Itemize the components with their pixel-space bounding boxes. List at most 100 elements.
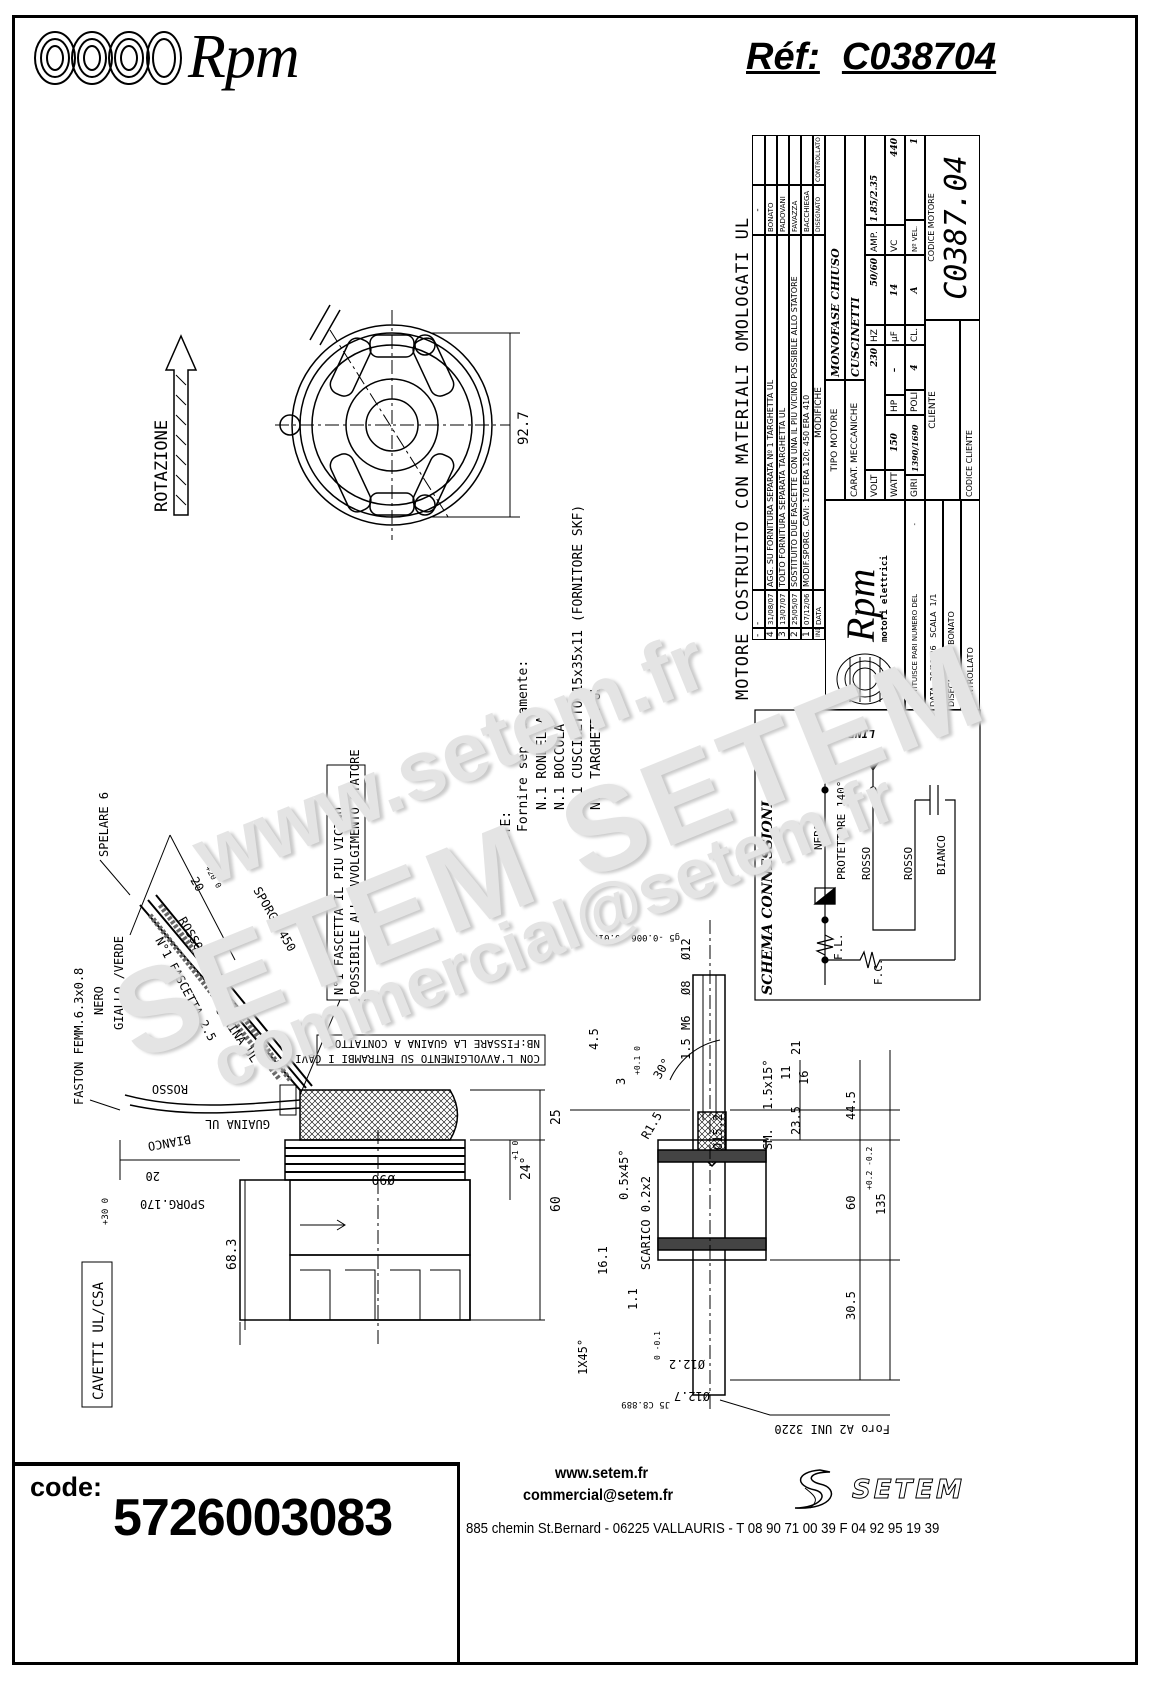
- bianco-label: BIANCO: [147, 1132, 192, 1153]
- reference: Réf:C038704: [746, 36, 1018, 79]
- chamfer-1x45: 1X45°: [576, 1339, 590, 1375]
- hz-label: HZ: [865, 325, 885, 345]
- rev-date: -: [752, 590, 765, 628]
- dim-1-1: 1.1: [626, 1288, 640, 1310]
- rev-checked: [765, 135, 777, 185]
- dim-g5: g5 -0.006 -0.017: [593, 932, 680, 942]
- hp-value: –: [885, 345, 905, 395]
- dim-60-rotor: 60: [844, 1196, 858, 1210]
- codice-motore-label: CODICE MOTORE: [927, 193, 936, 262]
- dim-30-5: 30.5: [844, 1291, 858, 1320]
- dim-135: 135: [874, 1193, 888, 1215]
- fascetta-note-2: POSSIBILE ALL'AVVOLGIMENTO STATORE: [348, 749, 362, 995]
- faston-label: FASTON FEMM.6.3x0.8: [72, 968, 86, 1105]
- angle-30: 30°: [650, 1056, 673, 1082]
- rev-header-date: DATA: [813, 590, 825, 628]
- motor-side-view: [239, 1089, 545, 1345]
- codice-motore-box: CODICE MOTORE C0387.04: [925, 135, 980, 320]
- note-item: N.1 CUSCINETTO 15x35x11 (FORNITORE SKF): [571, 505, 586, 810]
- ref-value: C038704: [841, 36, 997, 78]
- title-logo-brand: Rpm: [837, 568, 883, 642]
- spelare-label: SPELARE 6: [97, 792, 111, 857]
- fascetta-note-1: N°1 FASCETTA IL PIU VICINO: [332, 807, 346, 995]
- rev-by: -: [752, 185, 765, 235]
- rev-ind: 3: [777, 628, 789, 640]
- dim-d12-7: Ø12.7: [674, 1389, 710, 1403]
- dim-d8: Ø8: [679, 981, 693, 995]
- rev-header-change: MODIFICHE: [813, 235, 825, 590]
- dim-r1-5: R1.5: [638, 1109, 665, 1141]
- setem-logo: SETEM: [794, 1469, 962, 1509]
- code-value: 5726003083: [113, 1489, 393, 1547]
- rotation-arrow-icon: [164, 334, 198, 516]
- title-headline: MOTORE COSTRUITO CON MATERIALI OMOLOGATI…: [733, 216, 753, 700]
- dim-20: 20: [187, 875, 206, 895]
- rev-header-ind: IND: [813, 628, 825, 640]
- j5-tol: J5 C8.889: [621, 1399, 670, 1409]
- rev-date: 13/07/07: [777, 590, 789, 628]
- rpm-coil-logo: [34, 31, 182, 85]
- dim-23-5: 23.5: [789, 1106, 803, 1135]
- dim-d12-2-tol: 0 -0.1: [653, 1331, 662, 1360]
- motor-front-view: [275, 304, 520, 540]
- volt-value: 230: [865, 345, 885, 470]
- dia-90: Ø90: [372, 1171, 395, 1186]
- giallo-verde-label: GIALLO /VERDE: [112, 936, 126, 1030]
- note-item: N.1 RONDELLA: [535, 716, 550, 810]
- schema-labels: SCHEMA CONNESSIONI LINEA NERO PROTETTORE…: [760, 727, 948, 995]
- rosso-label: ROSSO: [152, 1082, 188, 1096]
- tipo-motore-label: TIPO MOTORE: [825, 380, 845, 500]
- guaina-ul-2-label: GUAINA UL: [205, 1117, 270, 1131]
- shaft-dimensions: g5 -0.006 -0.017 Ø12 Ø8 M6 1.5 +0.1 0 3 …: [576, 932, 890, 1436]
- dim-68-3: 68.3: [225, 1239, 240, 1270]
- drawing-frame: [12, 15, 1138, 1665]
- watt-value: 150: [885, 415, 905, 470]
- note-item: N.1 BOCCOLA: [553, 724, 568, 810]
- bianco-label: BIANCO: [935, 835, 948, 875]
- title-logo-box: Rpm motori elettrici: [825, 500, 905, 710]
- rotor-shaft-view: [570, 920, 900, 1416]
- dim-3: 3: [614, 1078, 628, 1085]
- chamfer-05x45: 0.5x45°: [617, 1149, 631, 1200]
- dim-16: 16: [797, 1071, 811, 1085]
- dim-20b: 20: [146, 1169, 160, 1183]
- giri-label: GIRI: [905, 475, 925, 500]
- carat-label: CARAT. MECCANICHE: [845, 380, 865, 500]
- foro-label: Foro A2 UNI 3220: [774, 1422, 890, 1436]
- rev-checked: [752, 135, 765, 185]
- rev-ind: 4: [765, 628, 777, 640]
- dim-tol-01: +0.1 0: [633, 1046, 642, 1075]
- footer-email[interactable]: commercial@setem.fr: [523, 1487, 674, 1504]
- rev-change: AGG. SU FORNITURA SEPARATA Nº 1 TARGHETT…: [765, 235, 777, 590]
- rev-change: [752, 235, 765, 590]
- dim-24-tol: +1 0: [511, 1141, 520, 1160]
- side-view-dimensions: 25 24° +1 0 60 68.3 Ø90: [225, 1109, 564, 1270]
- rev-change: SOSTITUITO DUE FASCETTE CON UNA IL PIU V…: [789, 235, 801, 590]
- fc-label: F.C.: [872, 959, 885, 986]
- nb-note-2: CON L'AVVOLGIMENTO SU ENTRAMBI I CAVI: [295, 1052, 540, 1065]
- rev-ind: -: [752, 628, 765, 640]
- nvel-value: 1: [905, 135, 925, 220]
- giri-value: 1390/1690: [905, 415, 925, 475]
- rev-checked: [789, 135, 801, 185]
- title-logo-sub: motori elettrici: [879, 555, 890, 642]
- nero-label: NERO: [92, 986, 106, 1015]
- rpm-coil-logo-small: [836, 653, 894, 705]
- protettore-label: PROTETTORE 140°: [835, 781, 848, 880]
- sporg170-tol: +30 0: [101, 1198, 111, 1225]
- fl-label: F.L.: [832, 934, 845, 961]
- rev-change: TOLTO FORNITURA SEPARATA TARGHETTA UL: [777, 235, 789, 590]
- codice-motore-value: C0387.04: [939, 155, 974, 300]
- note-item: N.1 TARGHETTA UL: [589, 685, 604, 810]
- code-label: code:: [30, 1472, 103, 1502]
- rev-date: 07/12/06: [801, 590, 813, 628]
- notes-title: NOTE:: [499, 811, 514, 850]
- rev-header-checked: CONTROLLATO: [813, 135, 825, 185]
- cliente-label: CLIENTE: [925, 320, 960, 500]
- rev-by: BONATO: [765, 185, 777, 235]
- watt-label: WATT: [885, 470, 905, 500]
- footer-website[interactable]: www.setem.fr: [555, 1465, 649, 1482]
- amp-value: 1.85/2.35: [865, 135, 885, 225]
- volt-label: VOLT: [865, 470, 885, 500]
- dim-60: 60: [549, 1196, 564, 1212]
